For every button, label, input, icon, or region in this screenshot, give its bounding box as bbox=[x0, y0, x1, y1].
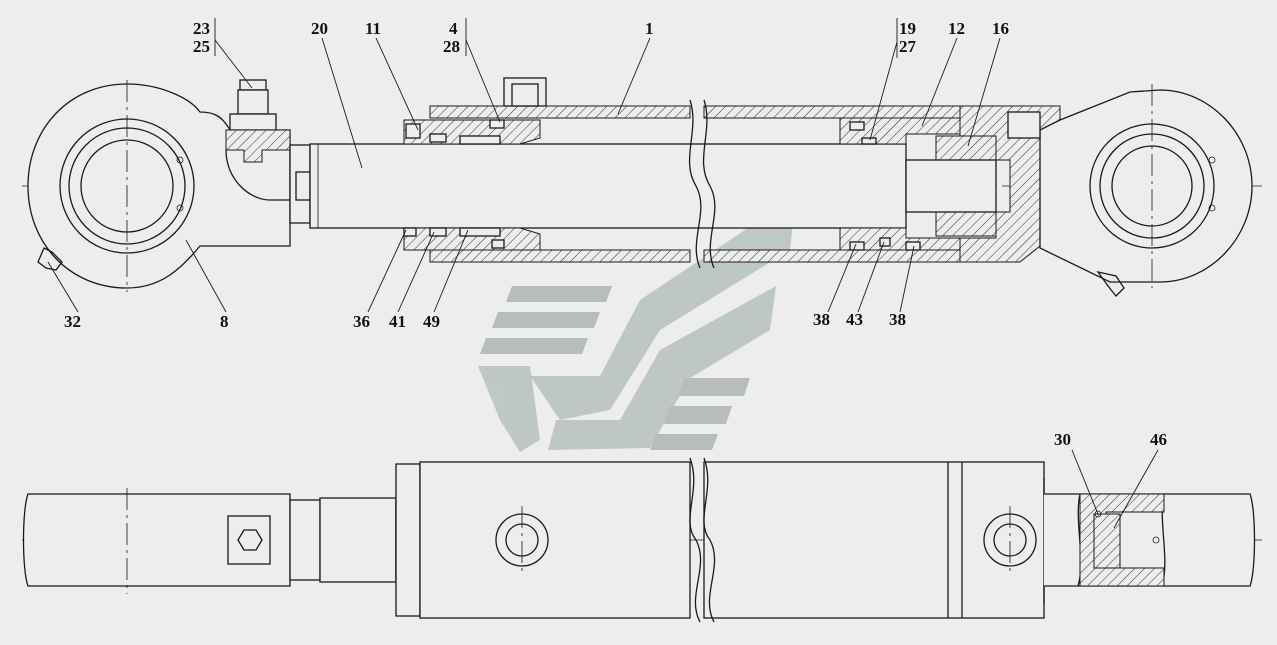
callout-41: 41 bbox=[389, 312, 406, 331]
callout-25: 25 bbox=[193, 37, 210, 56]
left-rod-eye bbox=[27, 79, 311, 292]
callout-20: 20 bbox=[311, 19, 328, 38]
callout-19: 19 bbox=[899, 19, 916, 38]
callout-49: 49 bbox=[423, 312, 440, 331]
callout-30: 30 bbox=[1054, 430, 1071, 449]
cylinder-tube bbox=[429, 77, 965, 269]
callout-27: 27 bbox=[899, 37, 916, 56]
callout-4: 4 bbox=[449, 19, 458, 38]
callout-28: 28 bbox=[443, 37, 460, 56]
bottom-cylinder-view bbox=[22, 457, 1256, 623]
callout-23: 23 bbox=[193, 19, 210, 38]
callout-46: 46 bbox=[1150, 430, 1167, 449]
callout-38-left: 38 bbox=[813, 310, 830, 329]
callout-1: 1 bbox=[645, 19, 654, 38]
callout-43: 43 bbox=[846, 310, 863, 329]
callout-8: 8 bbox=[220, 312, 229, 331]
piston-rod bbox=[309, 143, 907, 229]
callout-36: 36 bbox=[353, 312, 370, 331]
leader-lines bbox=[47, 18, 1159, 529]
callout-38-right: 38 bbox=[889, 310, 906, 329]
right-end-eye bbox=[959, 84, 1253, 297]
callout-16: 16 bbox=[992, 19, 1009, 38]
callout-11: 11 bbox=[365, 19, 382, 38]
gland-assembly bbox=[403, 119, 541, 251]
callout-32: 32 bbox=[64, 312, 81, 331]
callout-12: 12 bbox=[948, 19, 965, 38]
